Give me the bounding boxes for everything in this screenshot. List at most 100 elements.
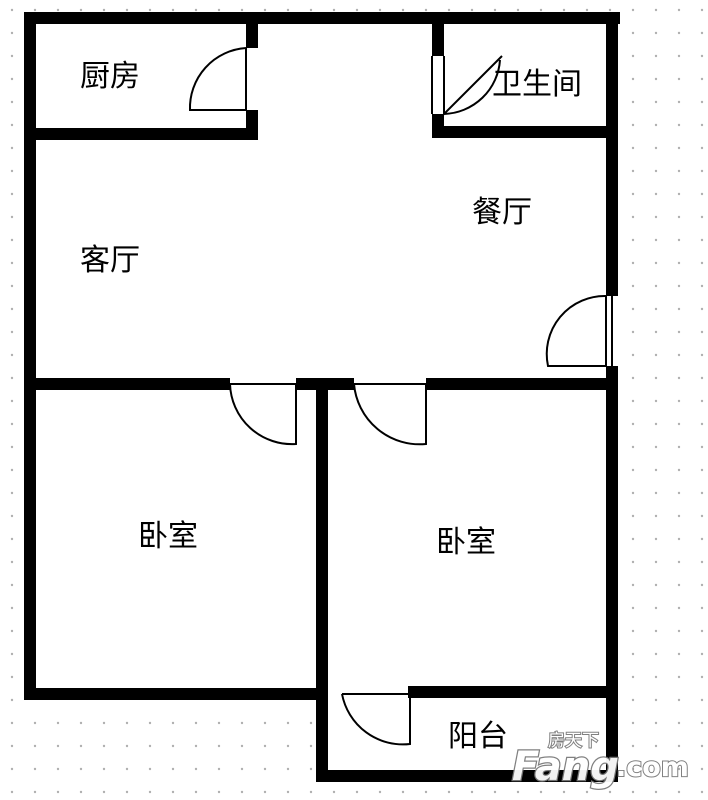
grid-dot — [194, 721, 198, 725]
grid-dot — [447, 790, 451, 794]
grid-dot — [286, 8, 290, 12]
grid-dot — [263, 8, 267, 12]
grid-dot — [631, 721, 635, 725]
grid-dot — [677, 468, 681, 472]
grid-dot — [631, 353, 635, 357]
grid-dot — [654, 8, 658, 12]
grid-dot — [654, 123, 658, 127]
grid-dot — [10, 767, 14, 771]
grid-dot — [700, 606, 704, 610]
grid-dot — [10, 468, 14, 472]
grid-dot — [585, 8, 589, 12]
grid-dot — [700, 675, 704, 679]
grid-dot — [493, 8, 497, 12]
grid-dot — [10, 790, 14, 794]
grid-dot — [309, 744, 313, 748]
grid-dot — [700, 307, 704, 311]
grid-dot — [677, 146, 681, 150]
grid-dot — [654, 261, 658, 265]
grid-dot — [585, 790, 589, 794]
grid-dot — [677, 8, 681, 12]
grid-dot — [677, 399, 681, 403]
grid-dot — [240, 744, 244, 748]
grid-dot — [171, 767, 175, 771]
grid-dot — [631, 31, 635, 35]
grid-dot — [677, 376, 681, 380]
grid-dot — [654, 353, 658, 357]
grid-dot — [148, 767, 152, 771]
grid-dot — [424, 790, 428, 794]
grid-dot — [10, 261, 14, 265]
grid-dot — [631, 698, 635, 702]
grid-dot — [10, 330, 14, 334]
kitchen-label: 厨房 — [80, 59, 140, 94]
grid-dot — [700, 491, 704, 495]
balcony-label: 阳台 — [448, 719, 508, 754]
balcony-door-arc — [341, 693, 411, 746]
grid-dot — [700, 560, 704, 564]
grid-dot — [654, 767, 658, 771]
grid-dot — [470, 8, 474, 12]
grid-dot — [654, 652, 658, 656]
grid-dot — [654, 606, 658, 610]
grid-dot — [263, 767, 267, 771]
grid-dot — [677, 698, 681, 702]
grid-dot — [171, 790, 175, 794]
grid-dot — [700, 330, 704, 334]
grid-dot — [102, 744, 106, 748]
grid-dot — [677, 422, 681, 426]
grid-dot — [217, 767, 221, 771]
watermark-brand-en: Fang — [512, 744, 619, 790]
grid-dot — [677, 744, 681, 748]
grid-dot — [677, 307, 681, 311]
grid-dot — [654, 560, 658, 564]
grid-dot — [217, 721, 221, 725]
grid-dot — [631, 146, 635, 150]
grid-dot — [677, 445, 681, 449]
grid-dot — [401, 790, 405, 794]
grid-dot — [700, 767, 704, 771]
kitchen-door-arc — [188, 47, 247, 111]
grid-dot — [631, 491, 635, 495]
grid-dot — [654, 77, 658, 81]
grid-dot — [677, 629, 681, 633]
grid-dot — [654, 399, 658, 403]
grid-dot — [677, 54, 681, 58]
grid-dot — [631, 215, 635, 219]
grid-dot — [171, 721, 175, 725]
grid-dot — [700, 790, 704, 794]
grid-dot — [654, 422, 658, 426]
grid-dot — [631, 376, 635, 380]
grid-dot — [194, 767, 198, 771]
grid-dot — [654, 514, 658, 518]
grid-dot — [700, 284, 704, 288]
grid-dot — [677, 652, 681, 656]
bathroom-label: 卫生间 — [492, 67, 582, 102]
bedroom-right-door-arc — [353, 383, 427, 446]
grid-dot — [56, 8, 60, 12]
grid-dot — [125, 767, 129, 771]
grid-dot — [700, 445, 704, 449]
grid-dot — [677, 537, 681, 541]
grid-dot — [700, 8, 704, 12]
grid-dot — [286, 790, 290, 794]
grid-dot — [10, 192, 14, 196]
grid-dot — [125, 8, 129, 12]
grid-dot — [631, 583, 635, 587]
grid-dot — [677, 192, 681, 196]
grid-dot — [631, 537, 635, 541]
grid-dot — [10, 514, 14, 518]
bedroom-left-door-arc — [229, 383, 297, 446]
grid-dot — [677, 330, 681, 334]
grid-dot — [631, 468, 635, 472]
grid-dot — [493, 790, 497, 794]
grid-dot — [10, 146, 14, 150]
grid-dot — [700, 514, 704, 518]
grid-dot — [10, 537, 14, 541]
grid-dot — [700, 77, 704, 81]
grid-dot — [700, 376, 704, 380]
grid-dot — [10, 675, 14, 679]
grid-dot — [33, 721, 37, 725]
grid-dot — [79, 8, 83, 12]
